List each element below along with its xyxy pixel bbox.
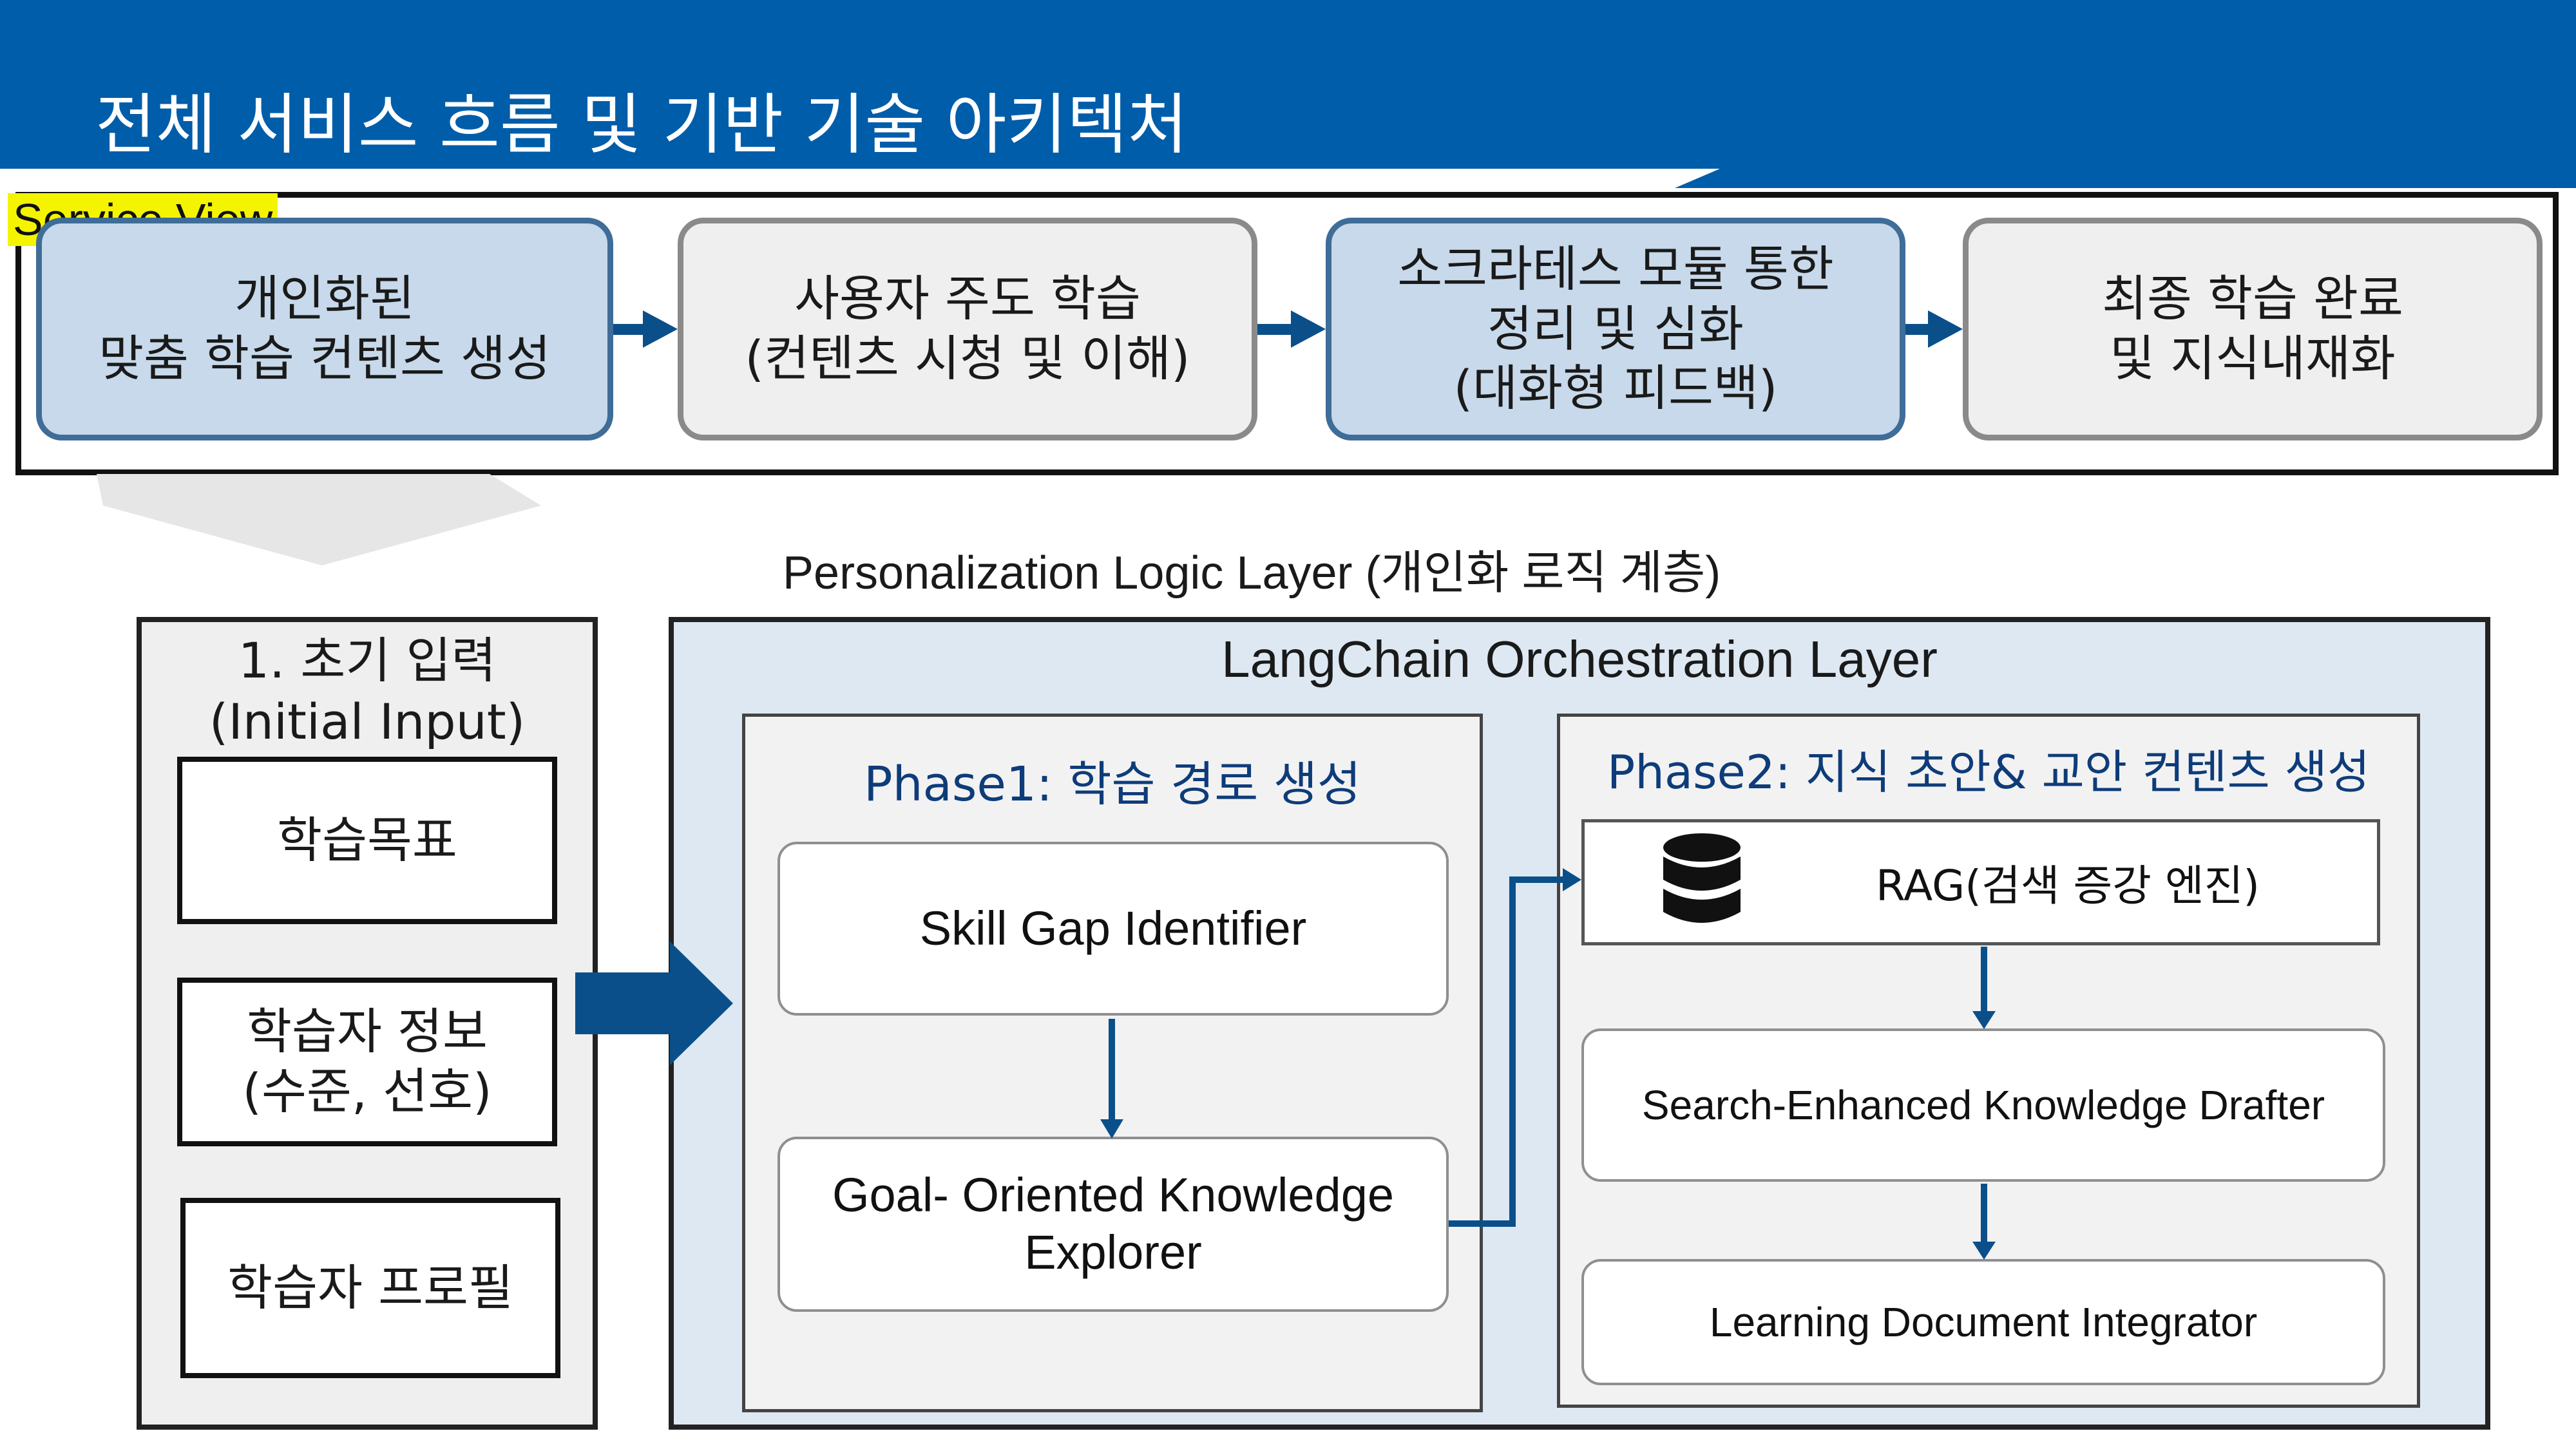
stage-personalized-content: 개인화된 맞춤 학습 컨텐츠 생성	[36, 218, 613, 440]
arrow-shaft-3	[1905, 324, 1931, 335]
personalization-layer-label: Personalization Logic Layer (개인화 로직 계층)	[783, 547, 1721, 599]
orchestration-layer-title: LangChain Orchestration Layer	[1221, 630, 1938, 688]
phase-link-connector	[1449, 876, 1564, 1227]
rag-engine-label: RAG(검색 증강 엔진)	[1875, 861, 2260, 911]
service-arrows	[613, 310, 1963, 348]
phase2-title: Phase2: 지식 초안& 교안 컨텐츠 생성	[1607, 745, 2371, 799]
arrow-head-3	[1928, 310, 1963, 348]
phase2-arrows	[1972, 947, 1996, 1260]
arrow-head-1	[643, 310, 678, 348]
phase1-arrow	[1100, 1019, 1123, 1139]
database-icon	[1650, 826, 1753, 939]
module-skill-gap-identifier: Skill Gap Identifier	[778, 842, 1449, 1016]
module-goal-oriented-explorer: Goal- Oriented Knowledge Explorer	[778, 1137, 1449, 1312]
page-title: 전체 서비스 흐름 및 기반 기술 아키텍처	[95, 87, 1188, 164]
phase-link-arrowhead	[1563, 868, 1581, 891]
input-learner-info: 학습자 정보 (수준, 선호)	[177, 978, 557, 1146]
phase1-title: Phase1: 학습 경로 생성	[863, 757, 1361, 812]
initial-input-title: 1. 초기 입력 (Initial Input)	[209, 632, 526, 750]
funnel-shape	[97, 474, 541, 565]
module-knowledge-drafter: Search-Enhanced Knowledge Drafter	[1581, 1028, 2385, 1182]
arrow-shaft-2	[1257, 324, 1293, 335]
arrow-head-2	[1291, 310, 1326, 348]
arrow-shaft-1	[613, 324, 645, 335]
big-input-arrow	[575, 942, 733, 1065]
input-learner-profile: 학습자 프로필	[180, 1198, 560, 1378]
input-learning-goal: 학습목표	[177, 757, 557, 924]
stage-socratic-module: 소크라테스 모듈 통한 정리 및 심화 (대화형 피드백)	[1326, 218, 1905, 440]
header-accent-stripe	[1675, 169, 2576, 188]
module-document-integrator: Learning Document Integrator	[1581, 1259, 2385, 1385]
stage-learning-complete: 최종 학습 완료 및 지식내재화	[1963, 218, 2543, 440]
stage-self-directed-learning: 사용자 주도 학습 (컨텐츠 시청 및 이해)	[678, 218, 1257, 440]
header-bar	[0, 0, 2576, 169]
